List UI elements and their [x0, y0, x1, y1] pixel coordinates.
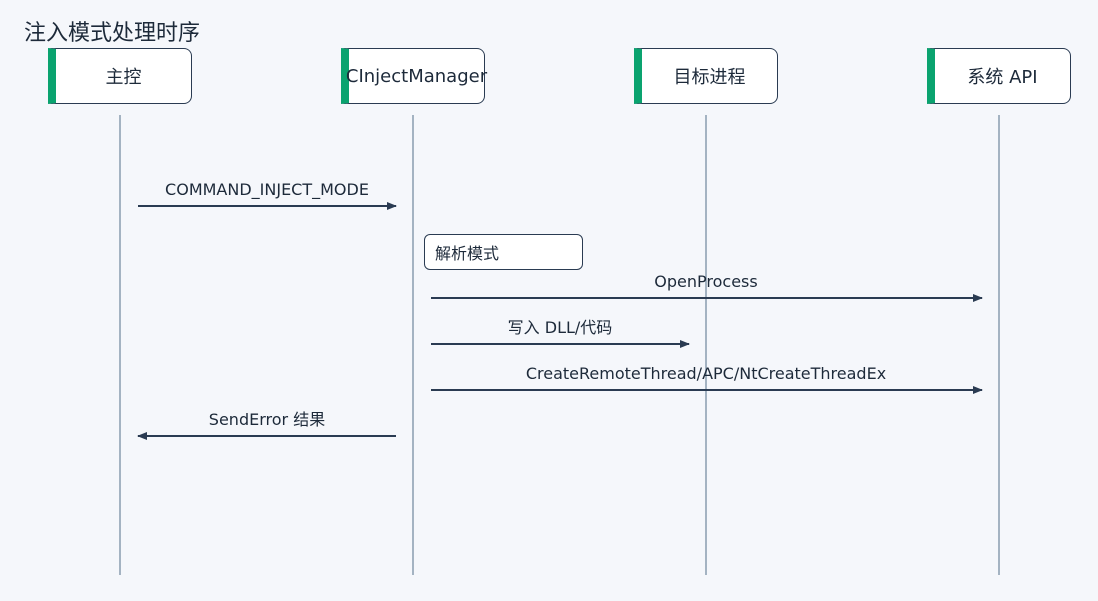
participant-label: 目标进程: [673, 67, 746, 88]
lifeline-main-controller: [119, 115, 121, 575]
note-parse-mode: 解析模式: [424, 234, 583, 270]
message-label: COMMAND_INJECT_MODE: [165, 180, 369, 199]
participant-cinjectmanager: CInjectManager: [341, 48, 488, 104]
lifeline-system-api: [998, 115, 1000, 575]
participant-label: CInjectManager: [345, 65, 488, 87]
message-label: OpenProcess: [654, 272, 758, 291]
message-label: SendError 结果: [208, 410, 326, 429]
lifeline-target-process: [705, 115, 707, 575]
participant-label: 主控: [105, 67, 142, 88]
participant-label: 系统 API: [967, 67, 1038, 88]
participant-target-process: 目标进程: [634, 48, 778, 104]
note-label: 解析模式: [435, 244, 500, 263]
message-label: 写入 DLL/代码: [507, 318, 613, 337]
message-label: CreateRemoteThread/APC/NtCreateThreadEx: [525, 364, 887, 383]
diagram-title: 注入模式处理时序: [24, 21, 201, 46]
lifeline-cinjectmanager: [412, 115, 414, 575]
participant-main-controller: 主控: [48, 48, 192, 104]
participant-system-api: 系统 API: [927, 48, 1071, 104]
